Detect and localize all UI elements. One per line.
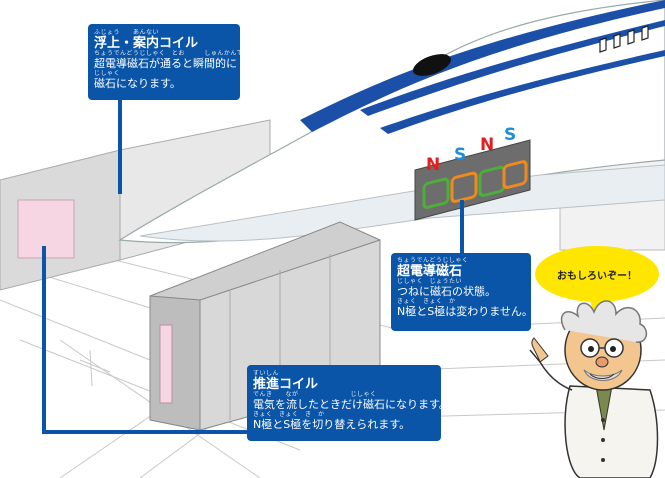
train-body	[118, 0, 665, 244]
ruby-text: きょく きょく か	[397, 298, 456, 305]
scientist-character-icon	[529, 300, 659, 478]
callout-propulsion-coil: すいしん 推進コイル でんき なが じしゃく 電気を流したときだけ磁石になります…	[247, 365, 450, 441]
magnet-pole-labels: N S N S	[426, 125, 516, 175]
callout-superconducting-magnet: ちょうでんどうじしゃく 超電導磁石 じしゃく じょうたい つねに磁石の状態。 き…	[391, 253, 533, 331]
superconducting-magnet-block	[414, 139, 531, 221]
pole-label: S	[504, 125, 516, 145]
callout-title: 浮上・案内コイル	[94, 36, 199, 51]
coil-orange-2	[502, 160, 528, 190]
callout-title: 超電導磁石	[397, 264, 463, 279]
callout-text: つねに磁石の状態。	[397, 285, 496, 298]
pole-label: N	[426, 155, 440, 175]
pole-label: S	[454, 145, 466, 165]
callout-text: 超電導磁石が通ると瞬間的に	[94, 57, 237, 70]
ruby-text: すいしん	[253, 370, 280, 377]
leader-lines	[42, 100, 464, 434]
propulsion-coil-pink	[159, 324, 173, 404]
coil-green-1	[422, 177, 450, 209]
pole-label: N	[480, 135, 494, 155]
ruby-text: ふじょう あんない	[94, 29, 160, 36]
coil-orange-1	[450, 171, 478, 203]
callout-title: 推進コイル	[253, 377, 319, 392]
callout-levitation-coil: ふじょう あんない 浮上・案内コイル ちょうでんどうじしゃく とお しゅんかんて…	[88, 24, 250, 100]
ruby-text: ちょうでんどうじしゃく	[397, 257, 469, 264]
callout-text: 電気を流したときだけ磁石になります。	[253, 398, 450, 411]
ruby-text: ちょうでんどうじしゃく とお しゅんかんてき	[94, 50, 250, 57]
ruby-text: でんき なが じしゃく	[253, 391, 377, 398]
speech-bubble-text: おもしろいぞー！	[557, 270, 637, 282]
train-headlight-window	[412, 54, 452, 76]
train-stripe	[300, 0, 665, 132]
callout-text: N極とS極を切り替えられます。	[253, 418, 411, 431]
callout-text: 磁石になります。	[94, 77, 181, 90]
ruby-text: じしゃく じょうたい	[397, 278, 463, 285]
ruby-text: じしゃく	[94, 70, 121, 77]
ruby-text: きょく きょく き か	[253, 411, 325, 418]
leader-propulsion	[42, 246, 250, 434]
callout-text: N極とS極は変わりません。	[397, 305, 533, 318]
